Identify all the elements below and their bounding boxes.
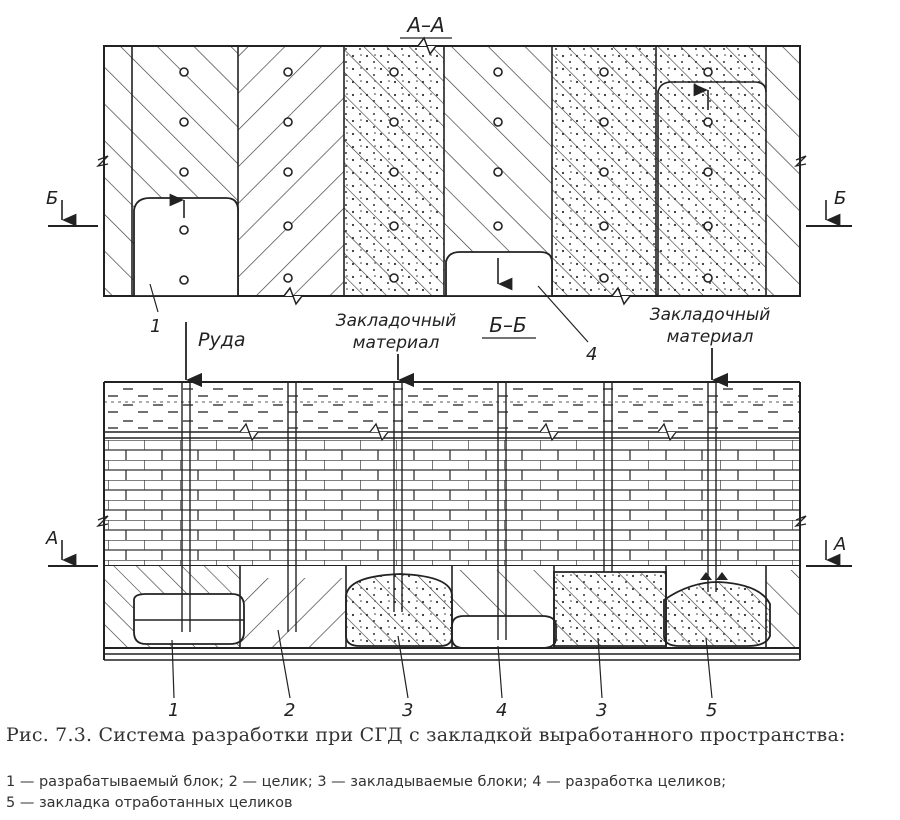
legend-line-1: 1 — разрабатываемый блок; 2 — целик; 3 —…	[6, 774, 727, 790]
section-bb-title: Б–Б	[489, 313, 526, 337]
ore-label: Руда	[198, 329, 245, 351]
marker-a-left: А	[45, 528, 98, 567]
backfill-label-right-2: материал	[667, 327, 754, 347]
chamber-1	[133, 593, 245, 645]
chamber-4-top	[445, 251, 553, 297]
figure-caption-legend: 1 — разрабатываемый блок; 2 — целик; 3 —…	[6, 772, 894, 814]
callout-4: 4	[496, 700, 507, 721]
callout-top-4: 4	[586, 344, 597, 365]
callout-1: 1	[168, 700, 179, 721]
chamber-backfill-top	[657, 81, 767, 296]
svg-text:Б: Б	[834, 188, 846, 209]
marker-b-right: Б	[806, 188, 852, 227]
callout-2: 2	[284, 700, 295, 721]
bottom-callouts: 1 2 3 4 3 5	[168, 629, 717, 721]
wells	[181, 382, 717, 640]
legend-line-2: 5 — закладка отработанных целиков	[6, 795, 293, 811]
backfill-label-left-2: материал	[353, 333, 440, 353]
overburden-layer	[104, 382, 800, 434]
section-aa	[96, 36, 807, 306]
backfill-label-right-1: Закладочный	[650, 305, 771, 325]
callout-3b: 3	[596, 700, 607, 721]
marker-a-right: А	[806, 534, 852, 567]
marker-b-left: Б	[46, 188, 98, 227]
section-aa-title: А–А	[405, 13, 444, 37]
pillar-2	[240, 578, 346, 648]
svg-text:А: А	[45, 528, 58, 549]
callout-5: 5	[706, 700, 717, 721]
block-col-8	[766, 46, 800, 296]
chamber-4	[451, 615, 557, 649]
svg-text:Б: Б	[46, 188, 58, 209]
borehole-dots	[179, 67, 713, 285]
rock-layer	[104, 440, 800, 566]
callout-3a: 3	[402, 700, 413, 721]
block-col-1	[104, 46, 132, 296]
svg-text:А: А	[833, 534, 846, 555]
chamber-1-top	[133, 197, 239, 297]
figure-caption-title: Рис. 7.3. Система разработки при СГД с з…	[6, 724, 846, 746]
section-bb	[96, 381, 807, 661]
callout-top-1: 1	[150, 316, 161, 337]
backfill-label-left-1: Закладочный	[336, 311, 457, 331]
